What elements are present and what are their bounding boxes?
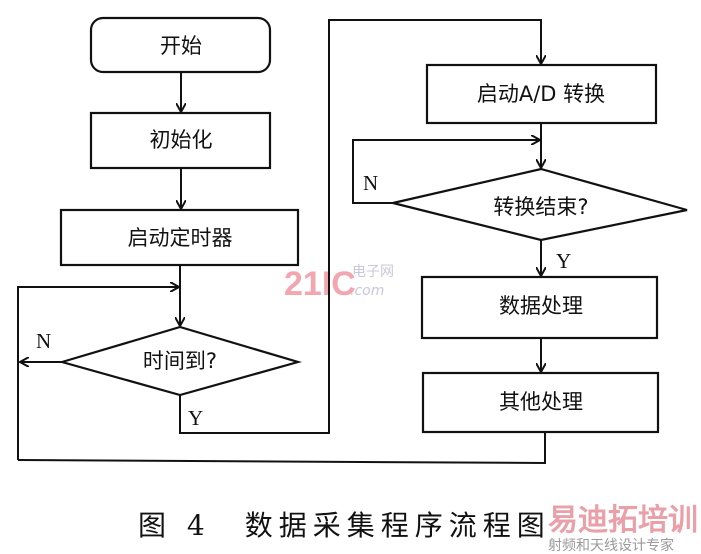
- svg-text:易迪拓培训: 易迪拓培训: [548, 503, 698, 538]
- init-label: 初始化: [150, 128, 213, 152]
- return-line: [17, 432, 546, 465]
- figure-caption: 图 4 数据采集程序流程图: [138, 509, 551, 542]
- start-label: 开始: [160, 34, 202, 58]
- watermark-edatop: 易迪拓培训 射频和天线设计专家: [548, 503, 698, 554]
- data-proc-label: 数据处理: [499, 294, 583, 318]
- conv-yes-label: Y: [556, 249, 571, 273]
- time-yes-label: Y: [188, 406, 203, 430]
- svg-text:.com: .com: [350, 283, 384, 299]
- start-ad-box: [425, 63, 658, 125]
- time-up-decision: [58, 325, 302, 397]
- start-ad-label: 启动A/D 转换: [477, 82, 605, 106]
- init-box: [89, 111, 272, 170]
- arrow-conv-no: [352, 140, 540, 204]
- conv-no-label: N: [363, 171, 378, 195]
- arrow-time-yes: [179, 19, 541, 434]
- other-proc-box: [421, 371, 660, 434]
- svg-text:21IC: 21IC: [284, 265, 356, 303]
- time-up-label: 时间到?: [143, 349, 217, 373]
- conv-done-label: 转换结束?: [493, 195, 588, 219]
- conv-done-decision: [392, 167, 688, 242]
- start-timer-label: 启动定时器: [128, 226, 233, 250]
- data-proc-box: [420, 275, 659, 340]
- svg-text:射频和天线设计专家: 射频和天线设计专家: [548, 537, 674, 554]
- other-proc-label: 其他处理: [499, 390, 583, 414]
- svg-text:电子网: 电子网: [352, 264, 394, 280]
- time-no-label: N: [36, 329, 51, 353]
- loop-back-line: [17, 287, 179, 460]
- watermark-21ic: 21IC 电子网 .com: [284, 264, 394, 303]
